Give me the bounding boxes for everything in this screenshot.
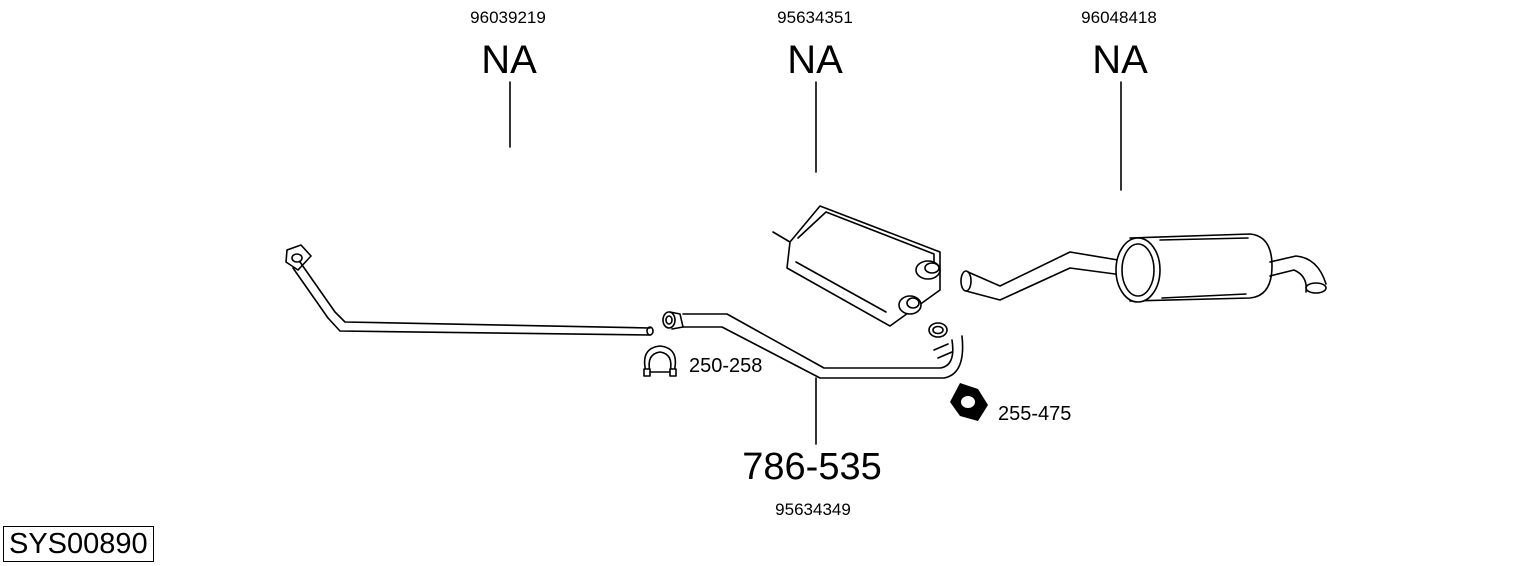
- oe-number-intermediate-pipe: 95634349: [775, 500, 851, 519]
- part-ref-front-pipe: NA: [481, 38, 537, 82]
- part-ref-intermediate-pipe: 786-535: [742, 446, 882, 488]
- system-id-label: SYS00890: [3, 526, 154, 562]
- part-ref-centre-silencer: NA: [787, 38, 843, 82]
- part-ref-rear-silencer: NA: [1092, 38, 1148, 82]
- clamp-icon: [643, 345, 677, 377]
- intermediate-pipe-drawing: [662, 311, 964, 379]
- front-pipe-drawing: [285, 244, 654, 336]
- oe-number-rear-silencer: 96048418: [1081, 8, 1157, 27]
- oe-number-front-pipe: 96039219: [470, 8, 546, 27]
- accessory-ref-clamp: 250-258: [689, 355, 763, 377]
- oe-number-centre-silencer: 95634351: [777, 8, 853, 27]
- accessory-ref-gasket: 255-475: [998, 403, 1072, 425]
- gasket-icon: [950, 383, 988, 421]
- rear-silencer-drawing: [960, 233, 1327, 303]
- centre-silencer-drawing: [772, 205, 941, 327]
